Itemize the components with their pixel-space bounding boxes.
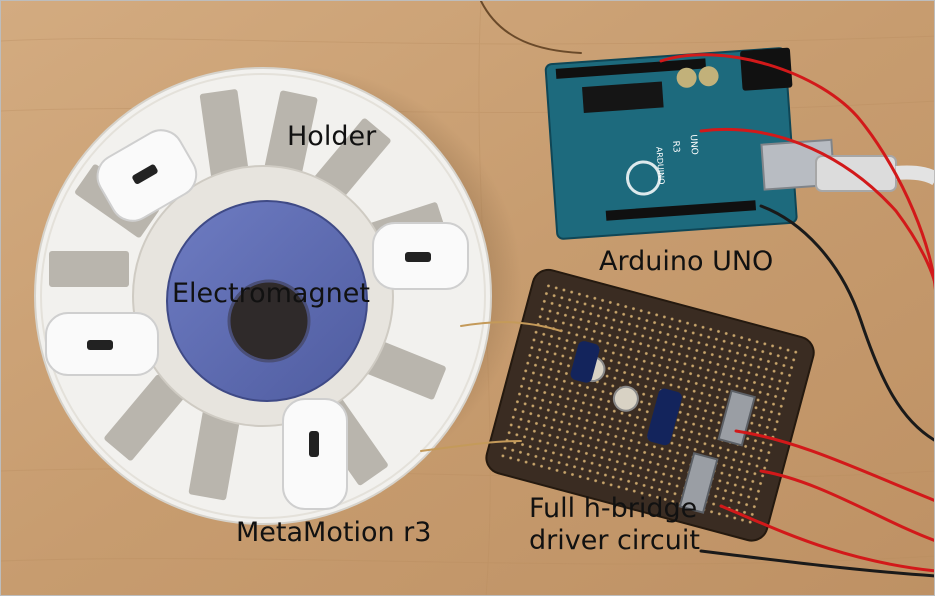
holder-label: Holder [287, 121, 377, 152]
hbridge-label-line1: Full h-bridge [529, 493, 698, 524]
metamotion-sensors [45, 129, 469, 510]
board-print-uno: UNO [688, 134, 699, 155]
electromagnet [166, 200, 368, 402]
red-wire [659, 53, 934, 291]
board-print-brand: ARDUINO [654, 147, 666, 185]
metamotion-label: MetaMotion r3 [236, 517, 432, 548]
red-wire [759, 469, 934, 542]
board-print-r3: R3 [670, 140, 681, 153]
copper-wire [480, 1, 582, 54]
hbridge-label-line2: driver circuit [529, 524, 700, 556]
sensor-bottom [282, 398, 348, 510]
arduino-label: Arduino UNO [599, 246, 774, 277]
red-wire [699, 128, 934, 287]
electromagnet-label: Electromagnet [172, 278, 370, 309]
wires [420, 1, 934, 578]
sensor-right [372, 222, 469, 290]
hbridge-label: Full h-bridge driver circuit [529, 493, 700, 557]
holder-slots [49, 89, 447, 501]
copper-wire [460, 321, 562, 332]
red-wire [719, 504, 934, 573]
black-wire [699, 549, 934, 578]
arduino-board: UNO R3 ARDUINO [544, 47, 836, 240]
h-bridge-protoboard [485, 268, 815, 542]
sensor-left [45, 312, 159, 376]
sensor-top-left [96, 129, 198, 222]
copper-wire [420, 440, 522, 452]
black-wire [759, 204, 934, 442]
red-wire [734, 429, 934, 502]
